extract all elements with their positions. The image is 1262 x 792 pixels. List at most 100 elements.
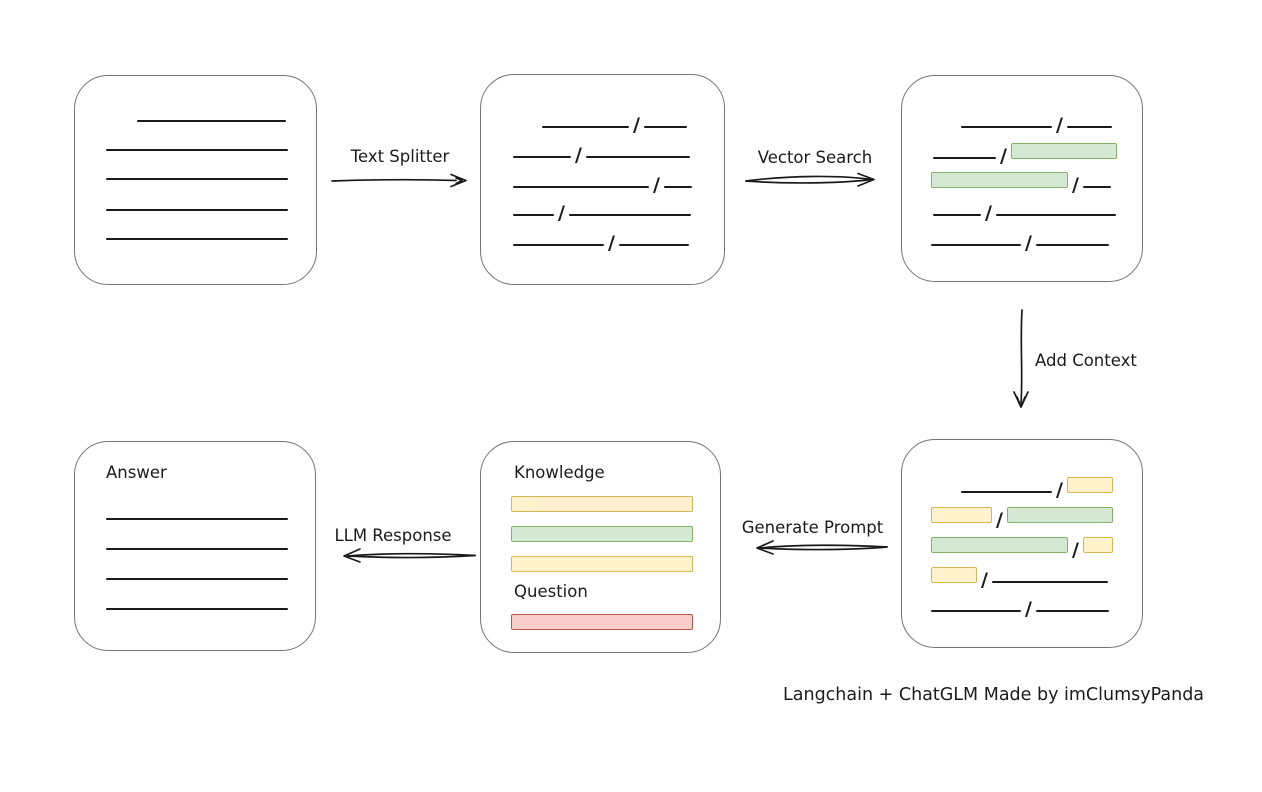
knowledge-label: Knowledge <box>514 463 605 482</box>
text-row <box>106 164 288 180</box>
vector-search-label: Vector Search <box>757 148 873 167</box>
text-line <box>568 214 691 216</box>
text-line <box>106 608 288 610</box>
green-highlight-bar <box>931 537 1068 553</box>
llm-response-label: LLM Response <box>334 526 452 545</box>
llm-response-arrow <box>343 548 476 563</box>
slash-separator: / <box>1072 539 1079 561</box>
add-context-label: Add Context <box>1035 351 1137 370</box>
slash-separator: / <box>1000 145 1007 167</box>
text-line <box>513 186 649 188</box>
text-row: / <box>933 200 1116 223</box>
text-row <box>106 564 288 580</box>
slash-separator: / <box>996 509 1003 531</box>
text-row <box>106 594 288 610</box>
text-line <box>933 214 981 216</box>
generate-prompt-arrow <box>756 540 888 555</box>
text-line <box>961 126 1052 128</box>
text-line <box>1035 244 1109 246</box>
yellow-highlight-bar <box>931 567 977 583</box>
text-row: / <box>931 567 1108 590</box>
text-line <box>1082 186 1111 188</box>
text-splitter-label: Text Splitter <box>350 147 450 166</box>
slash-separator: / <box>981 569 988 591</box>
text-line <box>106 518 288 520</box>
slash-separator: / <box>575 144 582 166</box>
text-row: / <box>931 537 1113 560</box>
search-results-box: / / / / / <box>901 75 1143 282</box>
text-line <box>1066 126 1112 128</box>
text-row <box>106 504 288 520</box>
text-line <box>585 156 690 158</box>
prompt-box: Knowledge Question <box>480 441 721 653</box>
text-line <box>1035 610 1109 612</box>
yellow-bar <box>511 496 693 512</box>
chunks-box: / / / / / <box>480 74 725 285</box>
text-line <box>513 214 554 216</box>
yellow-bar <box>511 556 693 572</box>
red-bar <box>511 614 693 630</box>
add-context-arrow <box>1013 309 1029 408</box>
yellow-highlight-bar <box>1066 477 1113 493</box>
text-line <box>513 244 604 246</box>
text-row: / <box>542 112 687 135</box>
slash-separator: / <box>985 202 992 224</box>
text-line <box>931 244 1021 246</box>
slash-separator: / <box>1056 114 1063 136</box>
green-bar <box>511 526 693 542</box>
text-line <box>663 186 692 188</box>
slash-separator: / <box>1056 479 1063 501</box>
slash-separator: / <box>608 232 615 254</box>
context-box: / / / / / <box>901 439 1143 648</box>
text-line <box>931 610 1021 612</box>
green-highlight-bar <box>1006 507 1113 523</box>
text-line <box>106 178 288 180</box>
text-line <box>106 149 288 151</box>
generate-prompt-label: Generate Prompt <box>741 518 884 537</box>
slash-separator: / <box>558 202 565 224</box>
credit-caption: Langchain + ChatGLM Made by imClumsyPand… <box>783 685 1205 705</box>
text-line <box>106 238 288 240</box>
text-row: / <box>933 143 1117 166</box>
slash-separator: / <box>1072 174 1079 196</box>
text-row: / <box>513 142 690 165</box>
text-row: / <box>931 172 1111 195</box>
text-row: / <box>961 112 1112 135</box>
text-line <box>995 214 1116 216</box>
text-line <box>991 581 1108 583</box>
answer-box: Answer <box>74 441 316 651</box>
text-line <box>106 578 288 580</box>
text-row <box>106 224 288 240</box>
text-splitter-arrow <box>331 173 467 188</box>
text-line <box>542 126 629 128</box>
text-line <box>106 209 288 211</box>
text-row: / <box>513 200 691 223</box>
text-row <box>137 106 286 122</box>
text-row: / <box>931 507 1113 530</box>
green-highlight-bar <box>931 172 1068 188</box>
slash-separator: / <box>633 114 640 136</box>
green-highlight-bar <box>1010 143 1117 159</box>
text-line <box>106 548 288 550</box>
slash-separator: / <box>1025 598 1032 620</box>
text-line <box>618 244 689 246</box>
yellow-highlight-bar <box>931 507 992 523</box>
text-line <box>961 491 1052 493</box>
text-line <box>137 120 286 122</box>
text-line <box>643 126 687 128</box>
yellow-highlight-bar <box>1082 537 1113 553</box>
vector-search-arrow <box>745 172 875 187</box>
text-row <box>106 534 288 550</box>
text-row: / <box>961 477 1113 500</box>
text-row <box>106 135 288 151</box>
text-row: / <box>931 230 1109 253</box>
answer-label: Answer <box>106 463 167 482</box>
text-line <box>513 156 571 158</box>
question-label: Question <box>514 582 588 601</box>
slash-separator: / <box>1025 232 1032 254</box>
text-row: / <box>513 230 689 253</box>
text-row: / <box>513 172 692 195</box>
slash-separator: / <box>653 174 660 196</box>
text-row <box>106 195 288 211</box>
